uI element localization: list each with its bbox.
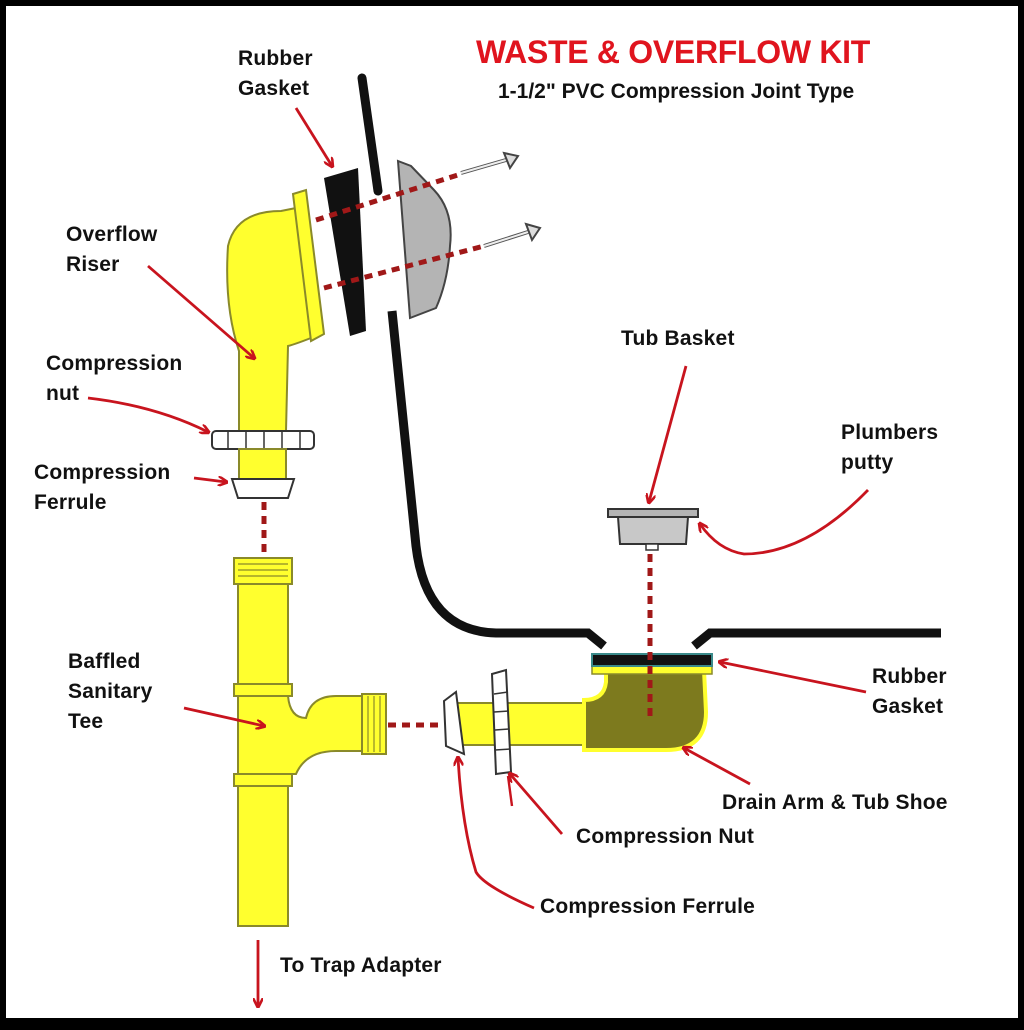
arrow-rubber-gasket-right [720, 662, 867, 694]
arrow-rubber-gasket-top [294, 107, 332, 166]
arrow-plumbers-putty [700, 489, 870, 556]
arrow-tub-basket [649, 365, 688, 502]
drain-arm [455, 702, 587, 746]
arrow-compression-nut-bottom [510, 774, 564, 835]
rubber-gasket-top [324, 168, 366, 336]
tub-basket [607, 508, 699, 551]
label-to-trap-adapter: To Trap Adapter [280, 954, 442, 977]
arrow-overflow-riser [147, 264, 254, 358]
label-rubber-gasket-top: Rubber Gasket [238, 47, 313, 100]
arrow-compression-ferrule-left [193, 478, 226, 482]
tub-shoe [582, 668, 709, 752]
label-compression-nut-left: Compression nut [46, 352, 183, 405]
label-overflow-riser: Overflow Riser [66, 223, 158, 276]
screw-lower [483, 222, 542, 248]
compression-ferrule-bottom [442, 690, 466, 756]
overflow-riser [226, 188, 326, 432]
label-compression-ferrule-bottom: Compression Ferrule [540, 895, 756, 918]
riser-stub [238, 448, 287, 480]
diagram-title: WASTE & OVERFLOW KIT [476, 34, 870, 70]
leader-arrows [87, 107, 870, 1006]
compression-nut-left [211, 430, 315, 450]
diagram-canvas [87, 73, 941, 1030]
label-tub-basket: Tub Basket [621, 327, 735, 350]
arrow-compression-ferrule-bottom [458, 758, 535, 910]
arrow-baffled-tee [183, 706, 264, 726]
arrow-drain-arm [684, 748, 751, 786]
label-drain-arm-tub-shoe: Drain Arm & Tub Shoe [722, 791, 948, 814]
compression-nut-bottom [490, 668, 513, 776]
label-compression-ferrule-left: Compression Ferrule [34, 461, 171, 514]
screw-upper [460, 151, 520, 175]
arrow-nut-tail [506, 775, 514, 807]
tub-wall [357, 73, 941, 650]
baffled-sanitary-tee [233, 557, 387, 927]
label-baffled-sanitary-tee: Baffled Sanitary Tee [68, 650, 153, 733]
label-plumbers-putty: Plumbers putty [841, 421, 939, 474]
compression-ferrule-left [230, 478, 296, 499]
overflow-faceplate [396, 159, 452, 320]
arrow-compression-nut-left [87, 396, 208, 432]
alignment-lines [261, 171, 653, 728]
label-compression-nut-bottom: Compression Nut [576, 825, 755, 848]
label-rubber-gasket-right: Rubber Gasket [872, 665, 947, 718]
diagram-subtitle: 1-1/2" PVC Compression Joint Type [498, 80, 855, 103]
